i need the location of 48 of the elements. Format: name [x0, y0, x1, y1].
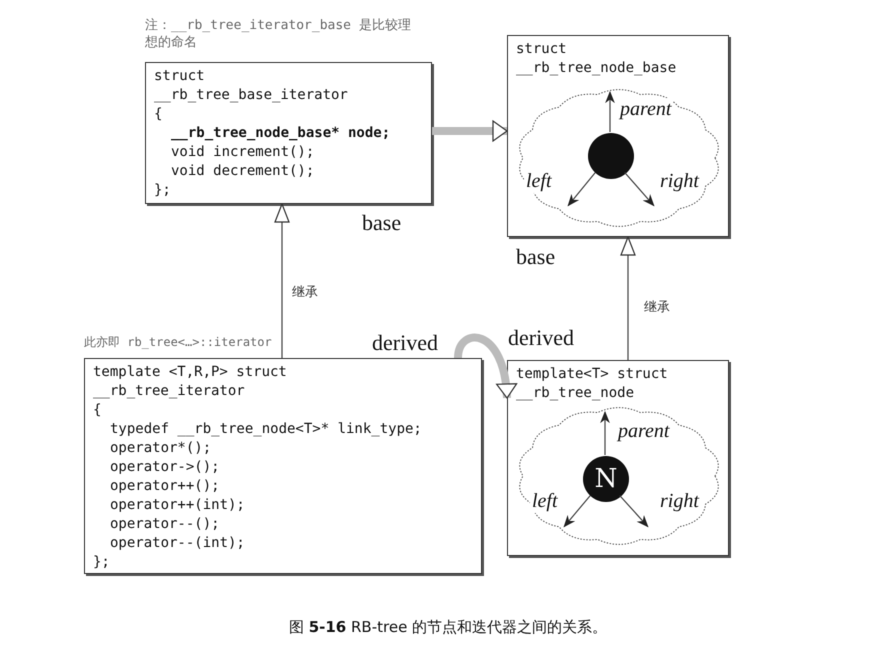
block-arrow — [454, 334, 516, 399]
derived-label: derived — [508, 325, 574, 351]
pointer-label: right — [658, 490, 701, 513]
code-line: __rb_tree_node_base* node; — [170, 124, 390, 143]
pointer-arrow — [619, 495, 648, 527]
pointer-arrow — [606, 92, 614, 132]
code-line: operator++(); — [109, 477, 220, 496]
struct-box — [507, 360, 729, 556]
code-line: struct — [154, 67, 205, 86]
code-line: operator*(); — [109, 439, 212, 458]
pointer-arrow — [568, 172, 596, 206]
pointer-label: left — [524, 170, 554, 193]
base-label: base — [516, 244, 556, 270]
code-line: template<T> struct — [516, 365, 668, 384]
code-line: operator++(int); — [109, 496, 245, 515]
code-line: operator--(int); — [109, 534, 245, 553]
pointer-arrow — [564, 495, 591, 527]
pointer-label: left — [530, 490, 560, 513]
code-line: }; — [154, 181, 171, 200]
caption: 图 5-16 RB-tree 的节点和迭代器之间的关系。 — [288, 618, 608, 637]
pointer-label: right — [658, 170, 701, 193]
struct-box — [507, 35, 729, 237]
pointer-label: parent — [618, 98, 674, 121]
code-line: operator->(); — [109, 458, 220, 477]
code-line: operator--(); — [109, 515, 220, 534]
base-label: base — [362, 210, 402, 236]
struct-box — [145, 62, 432, 204]
inheritance-arrow — [620, 236, 636, 360]
struct-box — [84, 358, 482, 574]
block-arrow — [432, 120, 508, 142]
note-text: 此亦即 rb_tree<…>::iterator — [84, 334, 272, 351]
pointer-arrow — [600, 412, 610, 455]
code-line: template <T,R,P> struct — [93, 363, 287, 382]
code-line: __rb_tree_node — [516, 384, 634, 403]
code-line: __rb_tree_node_base — [516, 59, 676, 78]
note-text: 注：__rb_tree_iterator_base 是比较理想的命名 — [145, 17, 412, 51]
code-line: struct — [516, 40, 567, 59]
code-line: typedef __rb_tree_node<T>* link_type; — [109, 420, 422, 439]
code-line: __rb_tree_base_iterator — [154, 86, 348, 105]
code-line: __rb_tree_iterator — [93, 382, 245, 401]
code-line: { — [154, 105, 162, 124]
code-line: void increment(); — [170, 143, 314, 162]
derived-label: derived — [372, 330, 438, 356]
inheritance-arrow — [274, 203, 290, 358]
code-line: }; — [93, 553, 110, 572]
code-line: void decrement(); — [170, 162, 314, 181]
code-line: { — [93, 401, 102, 420]
pointer-arrow — [624, 172, 654, 206]
